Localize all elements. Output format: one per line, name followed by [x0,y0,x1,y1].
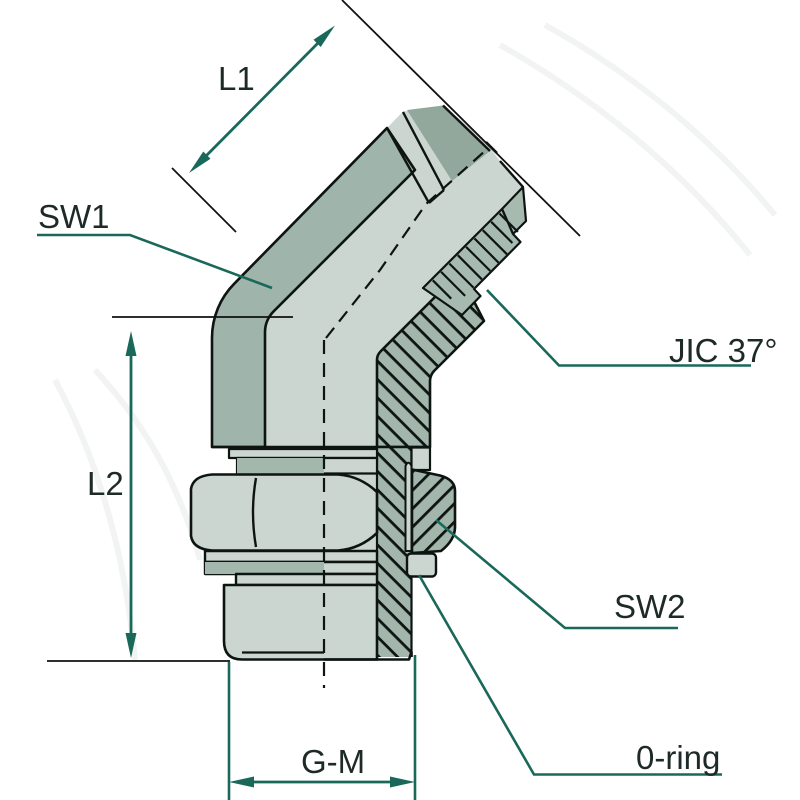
svg-text:L1: L1 [218,60,255,97]
svg-text:SW1: SW1 [38,198,110,235]
svg-text:SW2: SW2 [614,588,686,625]
svg-text:G-M: G-M [301,743,365,780]
svg-text:L2: L2 [87,465,124,502]
svg-text:0-ring: 0-ring [636,739,720,776]
svg-text:JIC 37°: JIC 37° [669,332,778,369]
